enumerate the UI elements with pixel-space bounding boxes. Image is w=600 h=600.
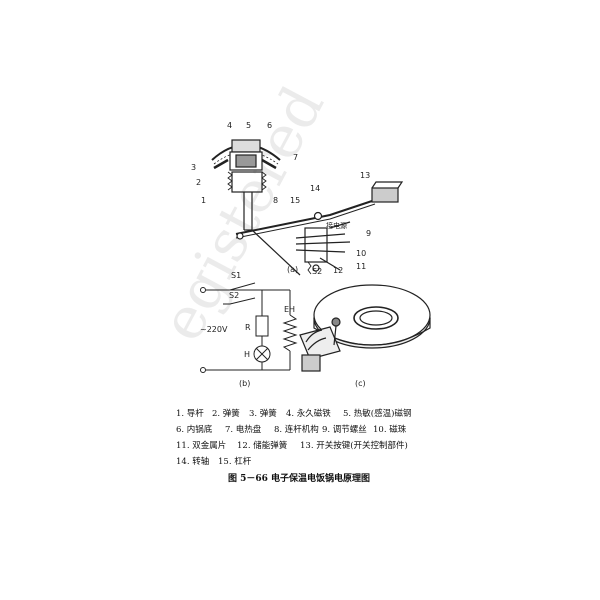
legend-item-7: 7. 电热盘 <box>225 424 262 435</box>
callout-12: 12 <box>333 266 343 275</box>
label-s2-b: S2 <box>229 291 239 300</box>
callout-9: 9 <box>366 229 371 238</box>
callout-14: 14 <box>310 184 320 193</box>
callout-11: 11 <box>356 262 366 271</box>
legend-item-13: 13. 开关按键(开关控制部件) <box>300 440 408 451</box>
label-r: R <box>245 323 251 332</box>
callout-13: 13 <box>360 171 370 180</box>
callout-2: 2 <box>196 178 201 187</box>
panel-a-mechanism <box>211 139 404 276</box>
legend-item-10: 10. 磁珠 <box>373 424 407 435</box>
legend-item-2: 2. 弹簧 <box>212 408 240 419</box>
label-s2-a: S2 <box>312 267 322 276</box>
panel-b-circuit <box>200 282 298 373</box>
legend-item-8: 8. 连杆机构 <box>274 424 319 435</box>
legend-item-5: 5. 热敏(感温)磁钢 <box>343 408 411 419</box>
legend-item-6: 6. 内锅底 <box>176 424 213 435</box>
label-h: H <box>244 350 250 359</box>
figure-caption: 图 5－66 电子保温电饭锅电原理图 <box>228 472 370 484</box>
label-eh: EH <box>284 305 295 314</box>
callout-3: 3 <box>191 163 196 172</box>
panel-c-heating-plate <box>299 284 431 372</box>
callout-4: 4 <box>227 121 232 130</box>
callout-10: 10 <box>356 249 366 258</box>
legend-item-11: 11. 双金属片 <box>176 440 226 451</box>
legend-item-14: 14. 转轴 <box>176 456 209 467</box>
callout-8: 8 <box>273 196 278 205</box>
callout-6: 6 <box>267 121 272 130</box>
panel-c-label: (c) <box>355 379 366 388</box>
panel-b-label: (b) <box>239 379 250 388</box>
callout-7: 7 <box>293 153 298 162</box>
label-power-connection: 接电源 <box>326 221 347 230</box>
label-voltage: ~220V <box>200 325 228 334</box>
label-s1: S1 <box>231 271 241 280</box>
panel-a-label: (a) <box>287 265 298 274</box>
callout-1: 1 <box>201 196 206 205</box>
legend-item-1: 1. 导杆 <box>176 408 204 419</box>
legend-item-3: 3. 弹簧 <box>249 408 277 419</box>
legend-item-4: 4. 永久磁铁 <box>286 408 331 419</box>
legend-item-9: 9. 调节螺丝 <box>322 424 367 435</box>
callout-5: 5 <box>246 121 251 130</box>
watermark: egistered <box>147 75 337 351</box>
legend: 1. 导杆 2. 弹簧 3. 弹簧 4. 永久磁铁 5. 热敏(感温)磁钢 6.… <box>176 408 411 467</box>
callout-15: 15 <box>290 196 300 205</box>
legend-item-15: 15. 杠杆 <box>218 456 252 467</box>
legend-item-12: 12. 储能弹簧 <box>237 440 288 451</box>
